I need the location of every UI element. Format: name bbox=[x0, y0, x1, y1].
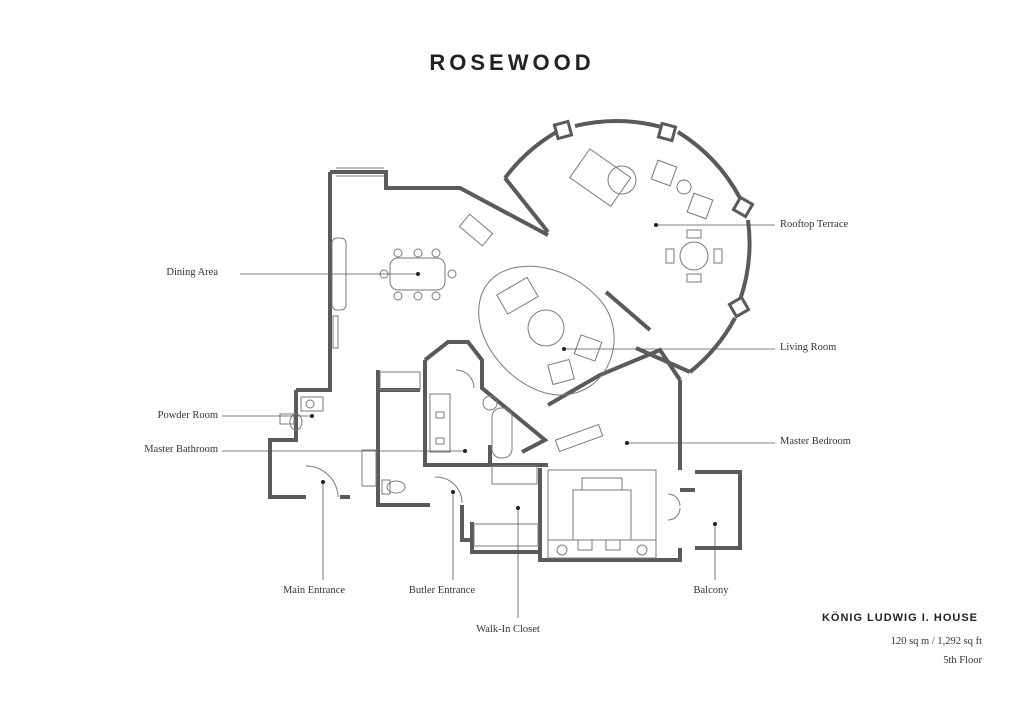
leader-lines bbox=[222, 224, 775, 618]
label-walk-in-closet: Walk-In Closet bbox=[476, 624, 540, 635]
label-main-entrance: Main Entrance bbox=[282, 585, 346, 596]
label-butler-entrance: Butler Entrance bbox=[408, 585, 476, 596]
label-dining-area: Dining Area bbox=[166, 267, 218, 278]
label-master-bedroom: Master Bedroom bbox=[780, 436, 851, 447]
label-master-bathroom: Master Bathroom bbox=[144, 444, 218, 455]
leader-dots bbox=[310, 223, 717, 526]
terrace-columns bbox=[552, 119, 755, 319]
label-living-room: Living Room bbox=[780, 342, 837, 353]
house-name: KÖNIG LUDWIG I. HOUSE bbox=[821, 612, 978, 624]
label-rooftop-terrace: Rooftop Terrace bbox=[780, 219, 849, 230]
brand-logo: ROSEWOOD bbox=[429, 50, 595, 75]
windows bbox=[336, 167, 384, 177]
house-area: 120 sq m / 1,292 sq ft bbox=[890, 636, 982, 647]
house-floor: 5th Floor bbox=[943, 655, 982, 666]
terrace-wall bbox=[503, 119, 752, 374]
label-powder-room: Powder Room bbox=[157, 410, 218, 421]
furniture bbox=[279, 148, 723, 559]
walls bbox=[268, 170, 742, 562]
label-balcony: Balcony bbox=[693, 585, 729, 596]
